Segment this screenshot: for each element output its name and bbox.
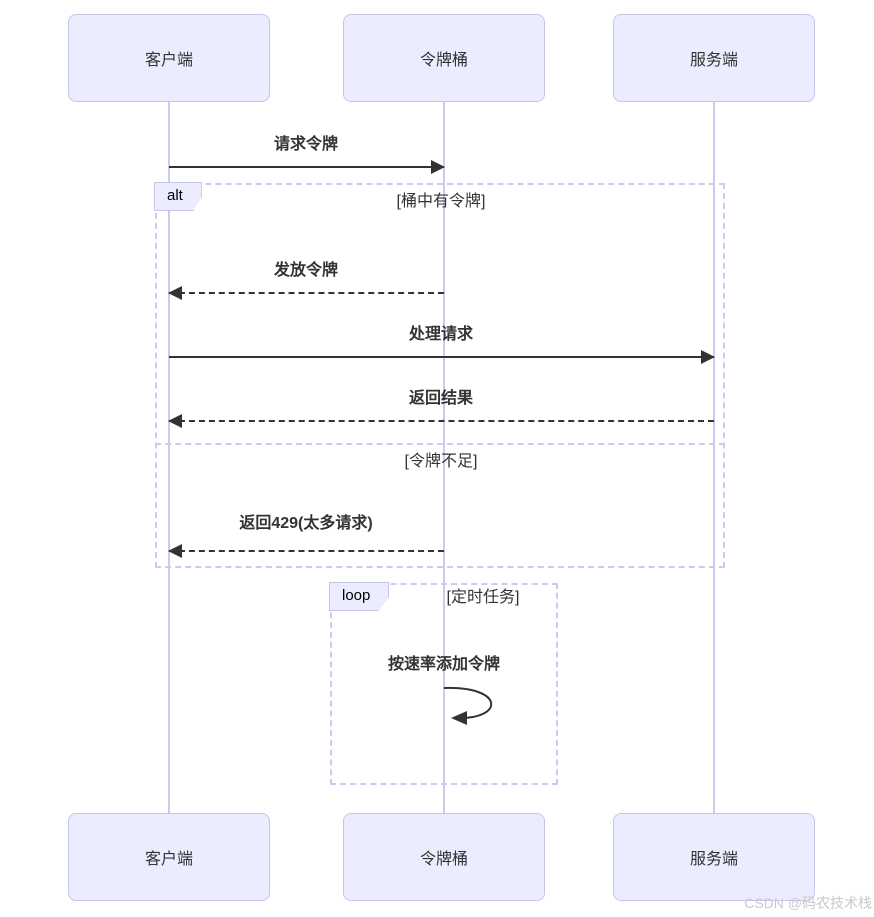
arrowhead-right-icon xyxy=(431,160,445,174)
message-issue-token: 发放令牌 xyxy=(273,262,339,279)
self-loop-curve xyxy=(443,686,493,720)
arrowhead-left-icon xyxy=(168,544,182,558)
arrow-return-result xyxy=(168,414,714,428)
lifeline-server xyxy=(713,102,715,813)
alt-frame xyxy=(155,183,725,568)
alt-frame-label: alt xyxy=(154,182,202,211)
arrow-process-request xyxy=(169,350,715,364)
actor-server-bottom: 服务端 xyxy=(613,813,815,901)
actor-client-bottom: 客户端 xyxy=(68,813,270,901)
actor-client-top: 客户端 xyxy=(68,14,270,102)
actor-label: 客户端 xyxy=(144,52,193,69)
arrowhead-left-icon xyxy=(168,286,182,300)
message-add-tokens: 按速率添加令牌 xyxy=(387,656,501,673)
arrow-issue-token xyxy=(168,286,444,300)
arrow-request-token xyxy=(169,160,445,174)
actor-label: 客户端 xyxy=(144,851,193,868)
alt-condition-no-tokens: [令牌不足] xyxy=(404,453,478,470)
lifeline-client xyxy=(168,102,170,813)
alt-condition-has-tokens: [桶中有令牌] xyxy=(396,193,486,210)
actor-label: 令牌桶 xyxy=(419,851,468,868)
message-return-429: 返回429(太多请求) xyxy=(239,515,373,532)
lifeline-bucket xyxy=(443,102,445,813)
actor-bucket-top: 令牌桶 xyxy=(343,14,545,102)
message-request-token: 请求令牌 xyxy=(273,136,339,153)
loop-frame xyxy=(330,583,558,785)
actor-label: 服务端 xyxy=(689,52,738,69)
actor-server-top: 服务端 xyxy=(613,14,815,102)
actor-bucket-bottom: 令牌桶 xyxy=(343,813,545,901)
arrowhead-left-icon xyxy=(451,711,467,725)
message-process-request: 处理请求 xyxy=(408,326,474,343)
loop-condition-timer: [定时任务] xyxy=(446,589,520,606)
actor-label: 服务端 xyxy=(689,851,738,868)
arrow-return-429 xyxy=(168,544,444,558)
arrowhead-right-icon xyxy=(701,350,715,364)
actor-label: 令牌桶 xyxy=(419,52,468,69)
arrowhead-left-icon xyxy=(168,414,182,428)
watermark: CSDN @码农技术栈 xyxy=(744,895,872,911)
self-loop-arrow xyxy=(443,686,493,725)
message-return-result: 返回结果 xyxy=(408,390,474,407)
alt-else-divider xyxy=(155,443,725,445)
loop-frame-label: loop xyxy=(329,582,390,611)
